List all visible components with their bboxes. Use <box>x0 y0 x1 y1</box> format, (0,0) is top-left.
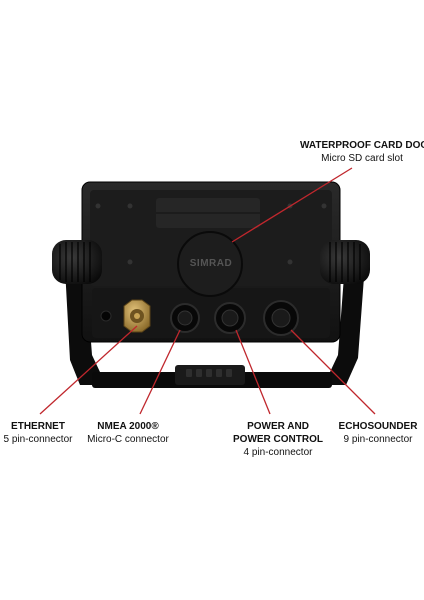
callout-power-title-2: POWER CONTROL <box>233 434 323 445</box>
mounting-bracket <box>64 250 366 388</box>
small-port <box>100 310 112 322</box>
callout-ethernet: ETHERNET 5 pin-connector <box>0 420 78 446</box>
bracket-knob-left <box>52 240 102 284</box>
callout-card-door-subtitle: Micro SD card slot <box>321 153 403 164</box>
callout-power: POWER AND POWER CONTROL 4 pin-connector <box>228 420 328 459</box>
callout-card-door: WATERPROOF CARD DOOR Micro SD card slot <box>300 139 424 165</box>
callout-echosounder: ECHOSOUNDER 9 pin-connector <box>330 420 424 446</box>
callout-ethernet-title: ETHERNET <box>11 421 65 432</box>
nmea-connector <box>170 303 200 333</box>
simrad-logo: SIMRAD <box>189 258 233 269</box>
bracket-knob-right <box>320 240 370 284</box>
power-connector <box>214 302 246 334</box>
callout-nmea-subtitle: Micro-C connector <box>87 434 169 445</box>
callout-nmea: NMEA 2000® Micro-C connector <box>78 420 178 446</box>
callout-nmea-title: NMEA 2000® <box>97 421 159 432</box>
ethernet-connector <box>123 299 151 333</box>
callout-card-door-title: WATERPROOF CARD DOOR <box>300 140 424 151</box>
callout-ethernet-subtitle: 5 pin-connector <box>3 434 73 445</box>
callout-echosounder-subtitle: 9 pin-connector <box>343 434 413 445</box>
callout-lines <box>39 167 376 415</box>
callout-power-subtitle: 4 pin-connector <box>243 447 313 458</box>
echosounder-connector <box>263 300 299 336</box>
card-door <box>177 231 243 297</box>
callout-echosounder-title: ECHOSOUNDER <box>338 421 418 432</box>
callout-power-title-1: POWER AND <box>247 421 309 432</box>
